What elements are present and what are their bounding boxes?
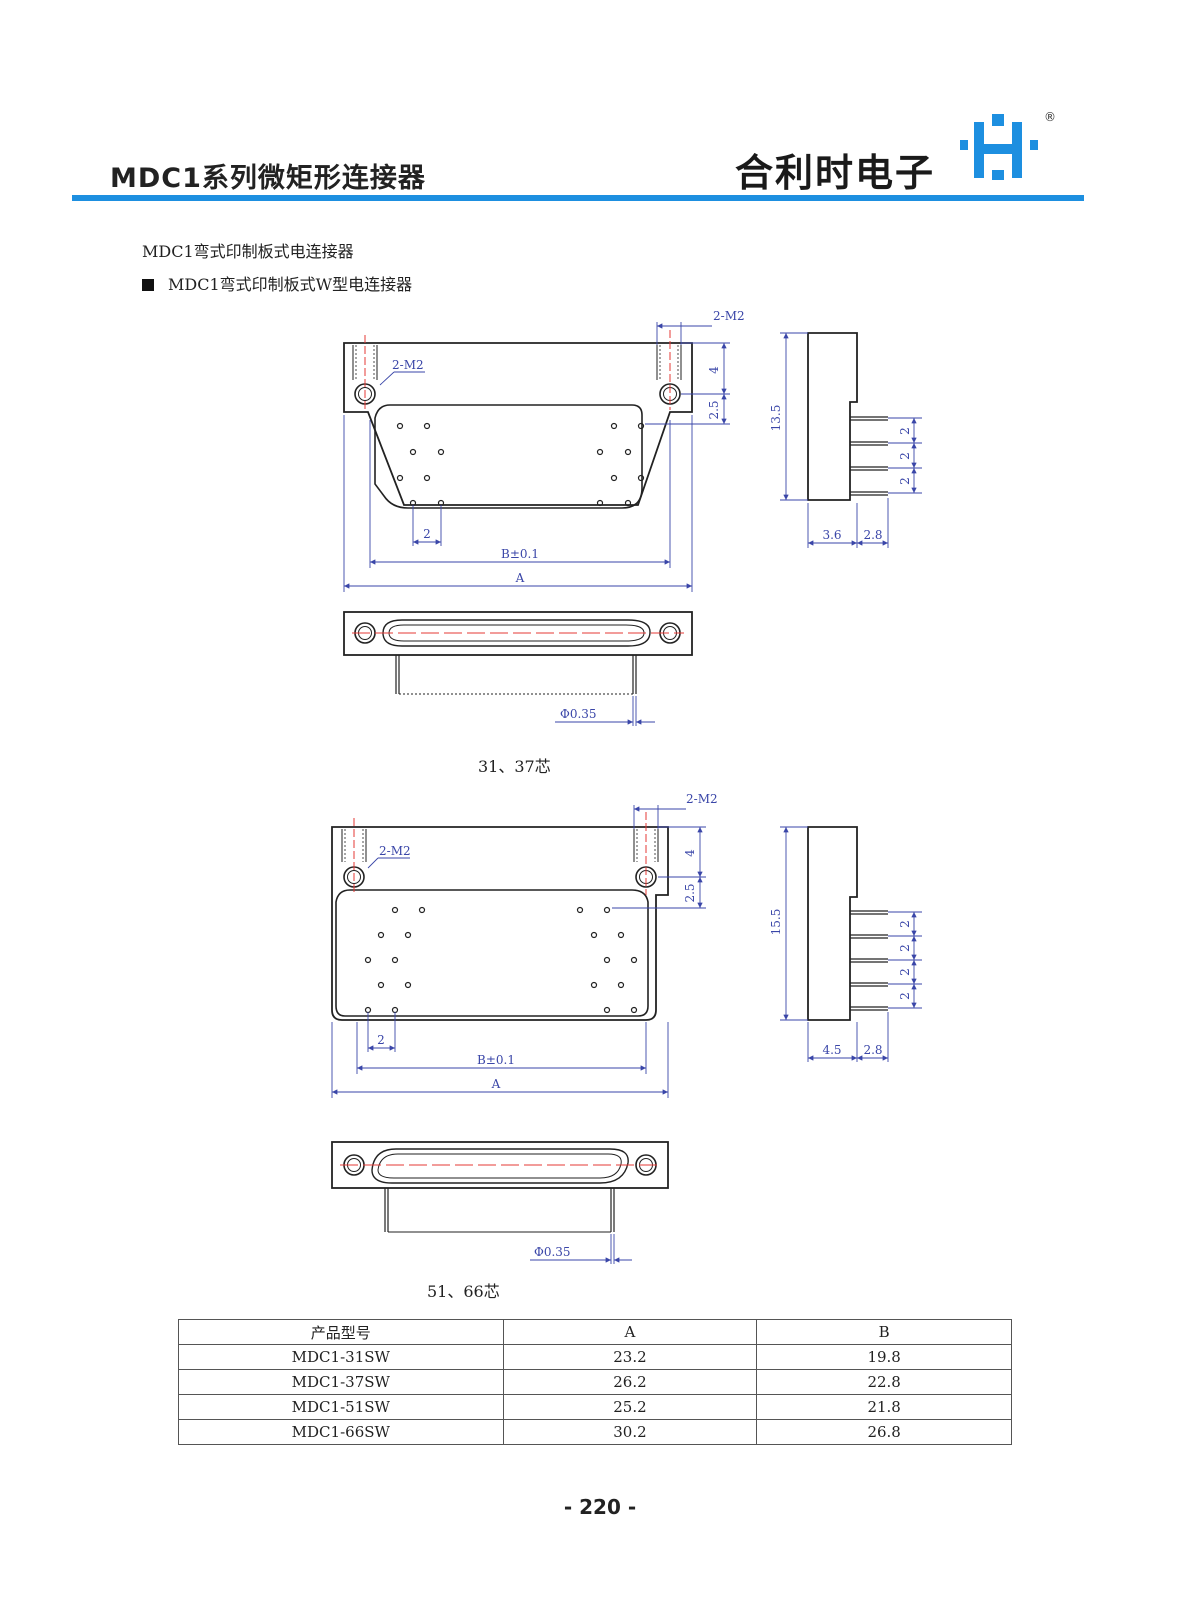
drawing1-dim-m2-left: 2-M2 [392, 358, 424, 372]
cell-b: 22.8 [756, 1369, 1012, 1395]
table-row: MDC1-66SW 30.2 26.8 [178, 1419, 1012, 1445]
drawing2-dim-pin-pitch-1: 2 [898, 920, 912, 928]
drawing2-dim-4: 4 [683, 849, 697, 857]
cell-b: 26.8 [756, 1419, 1012, 1445]
drawing2-side-dimensions [780, 826, 922, 1062]
drawing1-dim-pin-dia: Φ0.35 [560, 707, 597, 721]
header-divider [72, 195, 1084, 201]
drawing1-dim-m2-top: 2-M2 [713, 309, 745, 323]
drawing2-caption: 51、66芯 [427, 1282, 500, 1301]
bullet-title-text: MDC1弯式印制板式W型电连接器 [168, 275, 413, 294]
header-model: 产品型号 [178, 1319, 504, 1345]
cell-model: MDC1-66SW [178, 1419, 504, 1445]
brand-name: 合利时电子 [735, 151, 936, 195]
drawing2-pin-dia-dim [530, 1234, 632, 1264]
drawing2-dim-2-5: 2.5 [683, 883, 697, 902]
cell-a: 26.2 [502, 1369, 758, 1395]
series-title: MDC1系列微矩形连接器 [110, 163, 426, 194]
drawing1-dim-b: B±0.1 [501, 547, 539, 561]
drawing2-dim-pin-pitch-2: 2 [898, 944, 912, 952]
drawing1-dim-pin-pitch-2: 2 [898, 452, 912, 460]
drawing1-bottom-view [343, 611, 693, 695]
drawing1-side-view [807, 332, 888, 501]
table-row: MDC1-37SW 26.2 22.8 [178, 1369, 1012, 1395]
header-a: A [502, 1319, 758, 1345]
drawing1-front-view [343, 330, 693, 509]
drawing2-dimensions [331, 805, 706, 1098]
drawing2-front-view [331, 812, 669, 1021]
cell-model: MDC1-37SW [178, 1369, 504, 1395]
drawing2-dim-side-a: 4.5 [822, 1043, 841, 1057]
drawing1-dim-pitch: 2 [423, 527, 431, 541]
drawing1-dim-side-a: 3.6 [822, 528, 841, 542]
bullet-square-icon [142, 279, 154, 291]
drawing2-dim-pin-pitch-3: 2 [898, 968, 912, 976]
cell-a: 30.2 [502, 1419, 758, 1445]
drawing2-dim-height: 15.5 [769, 909, 783, 936]
drawing1-pin-holes [396, 422, 645, 507]
drawing2-dim-pin-dia: Φ0.35 [534, 1245, 571, 1259]
cell-b: 21.8 [756, 1394, 1012, 1420]
drawing2-dim-side-b: 2.8 [863, 1043, 882, 1057]
drawing1-dim-pin-pitch-3: 2 [898, 477, 912, 485]
drawing1-caption: 31、37芯 [478, 757, 551, 776]
header-b: B [756, 1319, 1012, 1345]
registered-mark: ® [1044, 110, 1056, 124]
drawing1-dim-a: A [515, 571, 525, 585]
drawing2-dim-pin-pitch-4: 2 [898, 992, 912, 1000]
section-subtitle: MDC1弯式印制板式电连接器 [142, 242, 354, 261]
drawing2-side-view [807, 826, 888, 1021]
cell-model: MDC1-31SW [178, 1344, 504, 1370]
drawing1-side-dimensions [780, 332, 922, 548]
drawing1-dim-side-b: 2.8 [863, 528, 882, 542]
drawing1-dim-2-5: 2.5 [707, 400, 721, 419]
drawing1-dimensions [343, 322, 730, 592]
drawing2-dim-pitch: 2 [377, 1033, 385, 1047]
table-row: MDC1-31SW 23.2 19.8 [178, 1344, 1012, 1370]
brand-logo-icon [960, 114, 1038, 180]
drawing2-dim-a: A [491, 1077, 501, 1091]
drawing2-dim-m2-left: 2-M2 [379, 844, 411, 858]
technical-drawings: 2-M2 2-M2 4 2.5 2 B±0.1 A 13.5 2 2 2 3.6 [331, 309, 922, 1264]
spec-table: 产品型号 A B MDC1-31SW 23.2 19.8 MDC1-37SW 2… [178, 1319, 1012, 1445]
drawing2-dim-b: B±0.1 [477, 1053, 515, 1067]
drawing1-pin-dia-dim [555, 696, 655, 726]
cell-model: MDC1-51SW [178, 1394, 504, 1420]
cell-a: 23.2 [502, 1344, 758, 1370]
drawing1-dim-pin-pitch-1: 2 [898, 427, 912, 435]
table-header-row: 产品型号 A B [178, 1319, 1012, 1345]
drawing2-pin-holes [364, 906, 638, 1014]
cell-b: 19.8 [756, 1344, 1012, 1370]
drawing1-dim-4: 4 [707, 366, 721, 374]
drawing2-bottom-view [331, 1141, 669, 1233]
drawing2-dim-m2-top: 2-M2 [686, 792, 718, 806]
drawing1-dim-height: 13.5 [769, 405, 783, 432]
page-number: - 220 - [563, 1495, 637, 1519]
section-bullet-title: MDC1弯式印制板式W型电连接器 [142, 271, 412, 295]
cell-a: 25.2 [502, 1394, 758, 1420]
table-row: MDC1-51SW 25.2 21.8 [178, 1394, 1012, 1420]
